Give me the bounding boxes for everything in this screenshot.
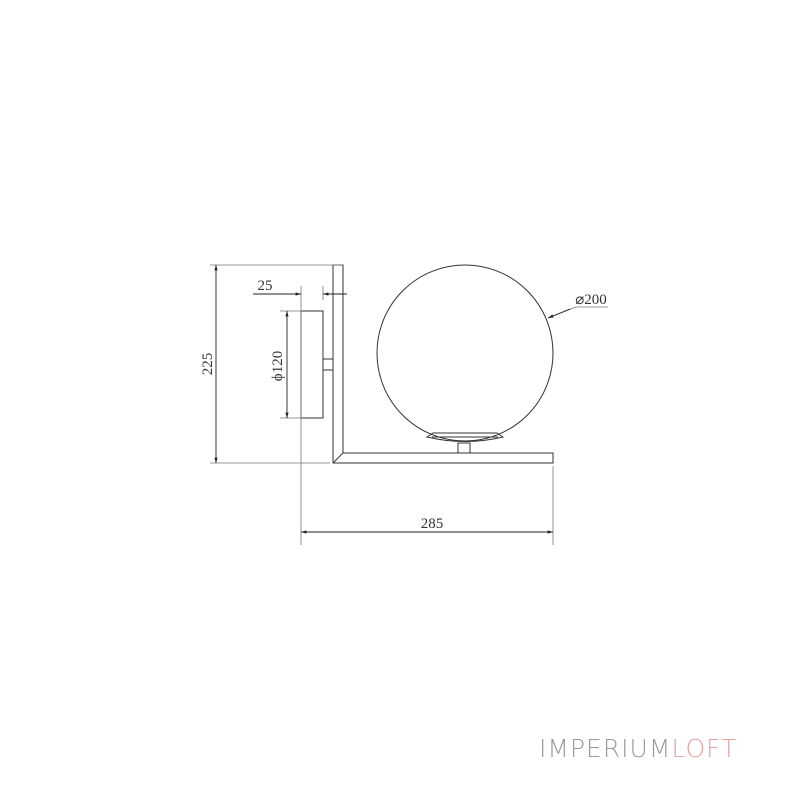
connector xyxy=(322,358,334,371)
dim-height: 225 xyxy=(200,353,216,376)
dim-projection: 25 xyxy=(258,278,273,294)
dim-width: 285 xyxy=(421,516,444,532)
brand-logo: IMPERIUMLOFT xyxy=(539,734,737,763)
globe-holder xyxy=(425,432,505,442)
glass-globe xyxy=(376,264,554,442)
wall-backplate xyxy=(300,310,324,419)
dim-backplate-diameter: ϕ120 xyxy=(270,351,286,381)
logo-part-1: IMPERIUM xyxy=(539,734,672,763)
holder-stem xyxy=(457,442,471,454)
dim-globe-diameter: ⌀200 xyxy=(575,292,607,308)
logo-part-2: LOFT xyxy=(671,734,738,763)
